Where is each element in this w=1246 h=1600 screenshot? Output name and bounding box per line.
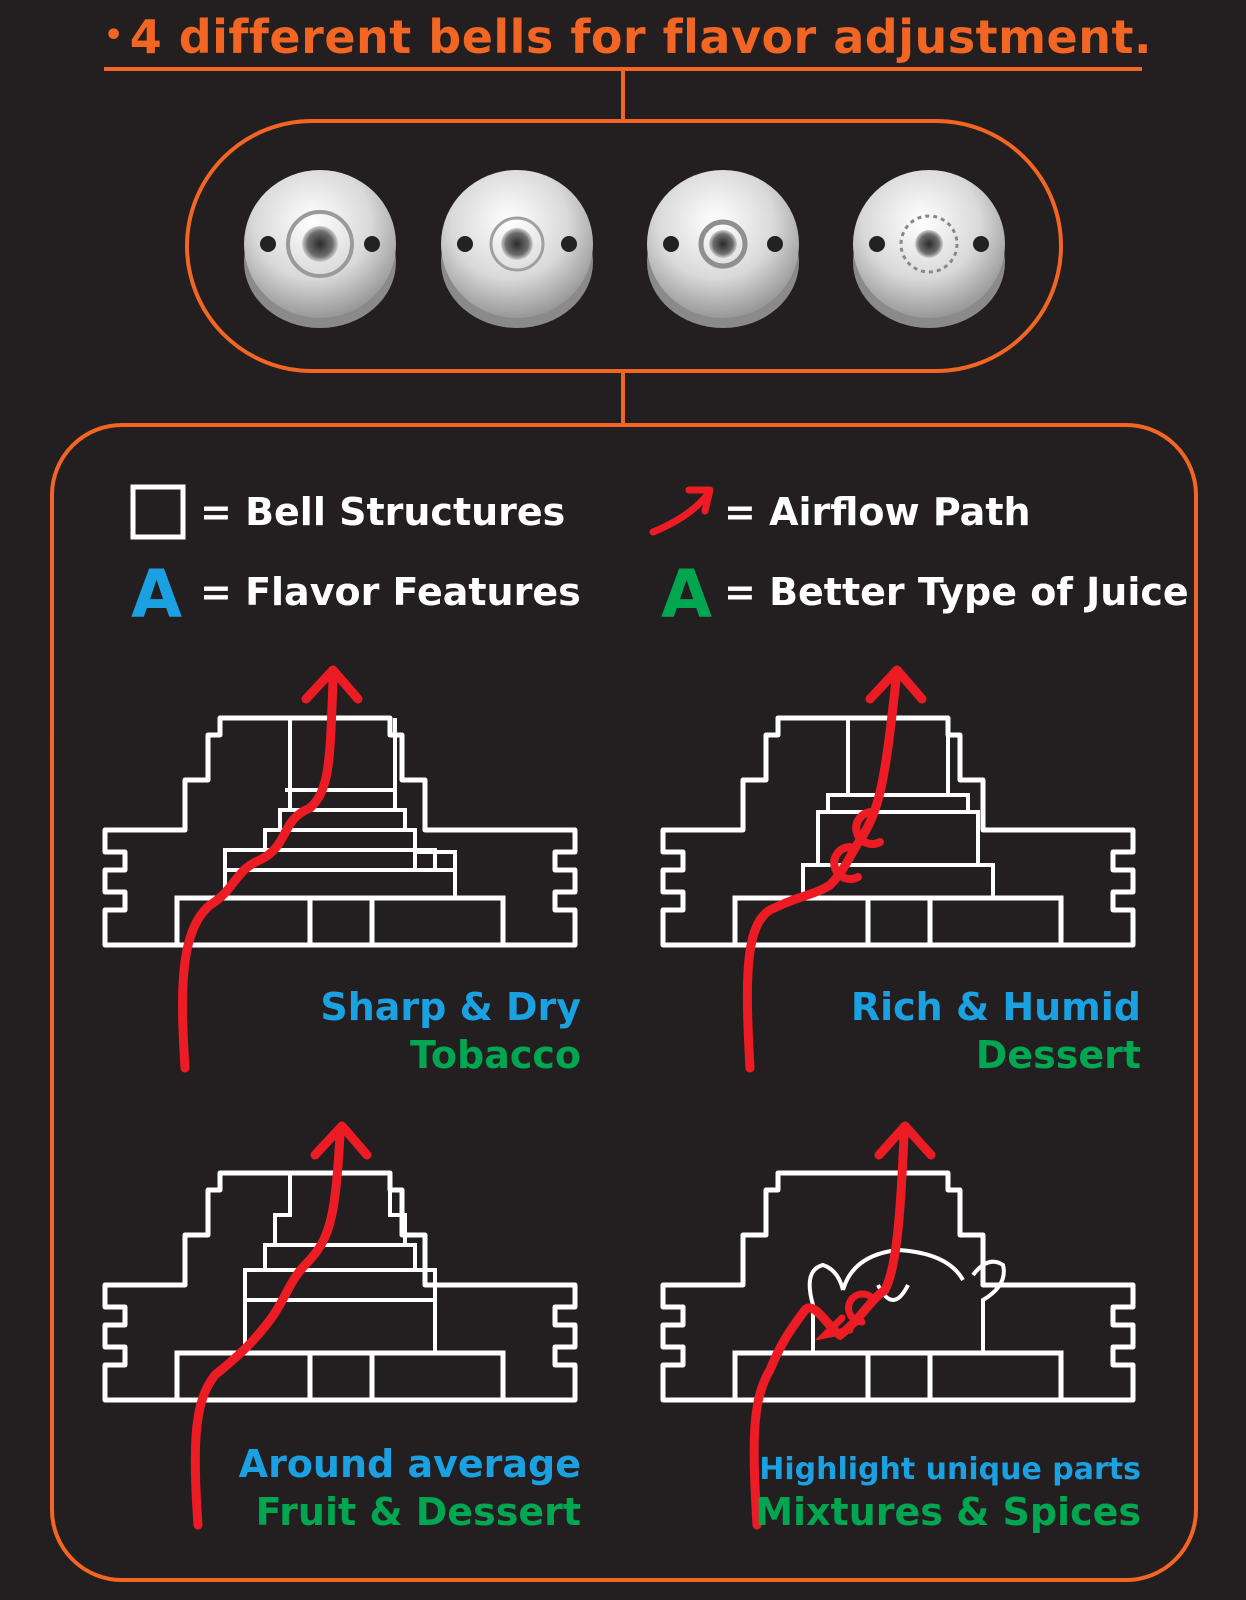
airflow-path-3 [190, 1130, 345, 1530]
bell-disc-2 [441, 170, 593, 328]
bell-4-flavor: Highlight unique parts [759, 1452, 1141, 1487]
airflow-arrowhead-1 [301, 665, 363, 704]
bell-disc-4 [853, 170, 1005, 328]
legend-juice-letter: A [661, 556, 713, 633]
page-title: •4 different bells for flavor adjustment… [104, 6, 1151, 67]
airflow-arrowhead-2 [865, 665, 927, 704]
bell-1-flavor: Sharp & Dry [320, 985, 581, 1029]
airflow-legend-icon [649, 486, 714, 536]
bell-1-juice: Tobacco [410, 1033, 581, 1077]
airflow-arrowhead-3 [310, 1121, 372, 1160]
bell-disc-3 [647, 170, 799, 328]
legend-flavor-features: = Flavor Features [200, 570, 581, 614]
bullet-dot: • [104, 18, 124, 53]
legend-better-juice: = Better Type of Juice [724, 570, 1189, 614]
bell-2-flavor: Rich & Humid [850, 985, 1141, 1029]
diagram-frame [50, 423, 1198, 1582]
bell-4-juice: Mixtures & Spices [755, 1490, 1141, 1534]
bell-diagram-3 [105, 1173, 575, 1400]
airflow-swirl-2 [830, 808, 884, 883]
bell-diagram-2 [663, 718, 1133, 945]
airflow-path-1 [178, 675, 338, 1073]
bell-disc-1 [244, 170, 396, 328]
bell-diagram-4 [663, 1173, 1133, 1400]
airflow-path-4 [749, 1130, 909, 1530]
title-text: 4 different bells for flavor adjustment. [129, 10, 1152, 64]
bell-structure-legend-icon [130, 484, 186, 540]
bell-2-juice: Dessert [975, 1033, 1141, 1077]
bell-3-flavor: Around average [238, 1442, 581, 1486]
airflow-path-2 [742, 675, 901, 1073]
airflow-swirl-4 [814, 1290, 878, 1341]
bell-3-juice: Fruit & Dessert [255, 1490, 581, 1534]
legend-bell-structures: = Bell Structures [200, 490, 566, 534]
airflow-arrowhead-4 [874, 1121, 936, 1160]
bell-diagram-1 [105, 718, 575, 945]
legend-flavor-letter: A [131, 556, 183, 633]
legend-airflow-path: = Airflow Path [724, 490, 1031, 534]
